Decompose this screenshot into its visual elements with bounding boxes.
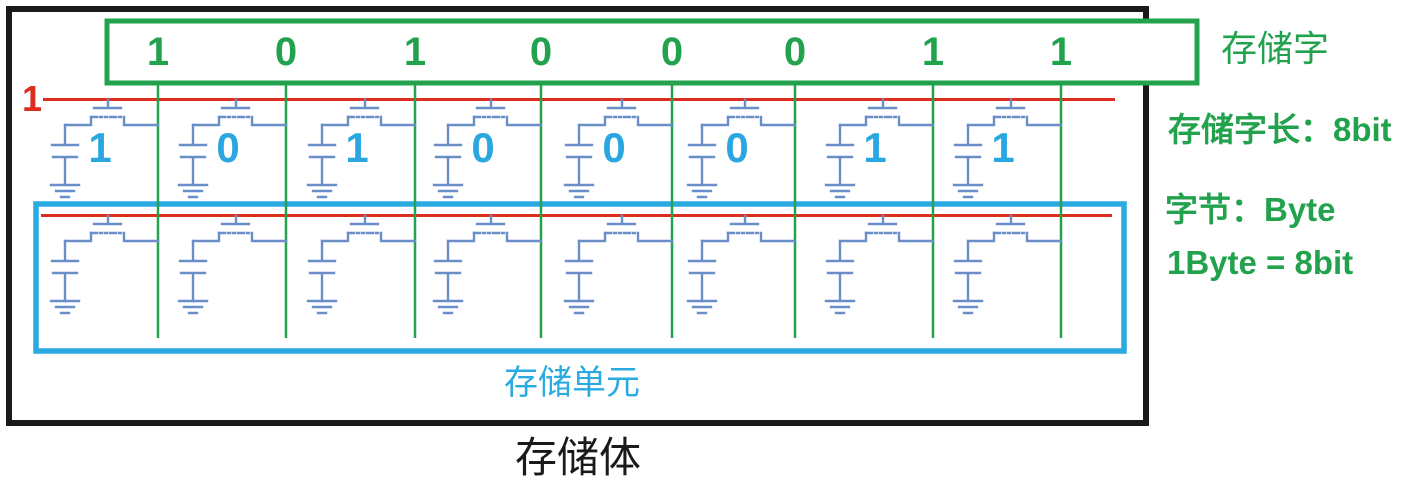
- dram-cell: [952, 214, 1063, 315]
- dram-cell: [563, 214, 674, 315]
- cell-row-2: [49, 214, 1063, 315]
- note-byte: 字节：Byte: [1165, 191, 1336, 228]
- dram-cell: [824, 214, 935, 315]
- word-bit: 1: [404, 30, 426, 74]
- word-box-label: 存储字: [1221, 28, 1329, 69]
- cell-bit: 0: [216, 124, 239, 171]
- dram-cell: [49, 214, 160, 315]
- unit-box-label: 存储单元: [504, 364, 640, 402]
- word-bit: 1: [1050, 30, 1072, 74]
- word-box: [104, 18, 1200, 86]
- cell-bit: 0: [471, 124, 494, 171]
- word-bits: 1 0 1 0 0 0 1 1: [147, 30, 1072, 74]
- memory-bank-box: [6, 6, 1149, 426]
- cell-bit: 1: [345, 124, 368, 171]
- cell-bit: 1: [863, 124, 886, 171]
- word-bit: 0: [530, 30, 552, 74]
- note-word-length: 存储字长：8bit: [1168, 111, 1392, 148]
- note-byte-equiv: 1Byte = 8bit: [1167, 244, 1353, 281]
- dram-cell: [432, 214, 543, 315]
- word-bit: 0: [661, 30, 683, 74]
- word-bit: 0: [784, 30, 806, 74]
- cell-values: 1 0 1 0 0 0 1 1: [88, 124, 1014, 171]
- cell-bit: 0: [725, 124, 748, 171]
- memory-bank-label: 存储体: [515, 434, 641, 480]
- cell-bit: 0: [602, 124, 625, 171]
- cell-bit: 1: [991, 124, 1014, 171]
- bit-lines: [156, 83, 1063, 338]
- dram-cell: [306, 214, 417, 315]
- cell-row-1: [49, 98, 1063, 199]
- cell-bit: 1: [88, 124, 111, 171]
- dram-cell: [686, 214, 797, 315]
- unit-box: [33, 201, 1127, 354]
- word-bit: 1: [922, 30, 944, 74]
- word-line-label: 1: [22, 78, 42, 119]
- dram-cell: [177, 214, 288, 315]
- word-bit: 1: [147, 30, 169, 74]
- word-bit: 0: [275, 30, 297, 74]
